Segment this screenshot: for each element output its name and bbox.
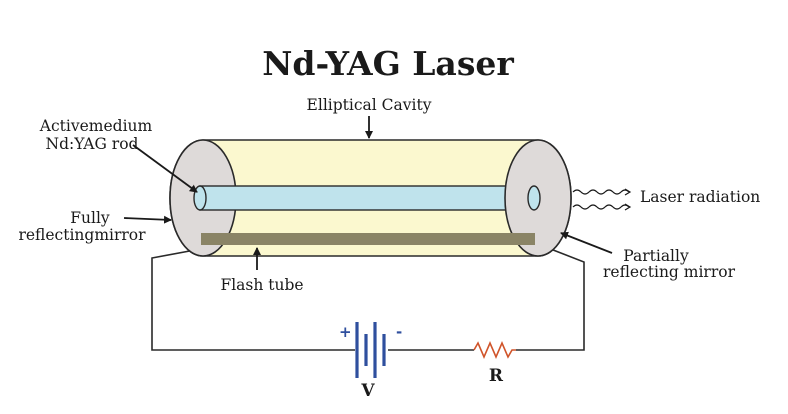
circuit-wires <box>151 247 585 351</box>
fully-reflecting-label-line2: reflectingmirror <box>18 226 146 244</box>
fully-reflecting-label-line1: Fully <box>70 209 110 227</box>
partially-reflecting-label-line2: reflecting mirror <box>603 263 736 281</box>
laser-radiation-waves <box>572 188 632 211</box>
nd-yag-rod <box>199 185 535 211</box>
battery-plus-sign: + <box>339 323 352 341</box>
laser-radiation-label: Laser radiation <box>640 188 760 206</box>
battery-minus-sign: - <box>396 323 402 341</box>
active-medium-label-line1: Activemedium <box>39 117 153 135</box>
battery-symbol <box>355 322 386 378</box>
partial-mirror-arrow <box>560 231 613 254</box>
flash-tube <box>201 233 535 245</box>
flash-tube-label: Flash tube <box>220 276 303 294</box>
active-medium-arrow <box>132 144 198 193</box>
elliptical-cavity-label: Elliptical Cavity <box>307 96 432 114</box>
rod-end-left <box>193 185 207 211</box>
fully-mirror-arrow <box>123 215 172 224</box>
resistor-label: R <box>489 366 504 386</box>
partially-reflecting-label-line1: Partially <box>623 247 689 265</box>
battery-label: V <box>360 381 375 401</box>
resistor-symbol <box>473 340 516 360</box>
diagram-title: Nd-YAG Laser <box>262 44 514 83</box>
rod-end-right <box>527 185 541 211</box>
active-medium-label-line2: Nd:YAG rod <box>46 135 139 153</box>
label-arrows <box>123 116 613 270</box>
